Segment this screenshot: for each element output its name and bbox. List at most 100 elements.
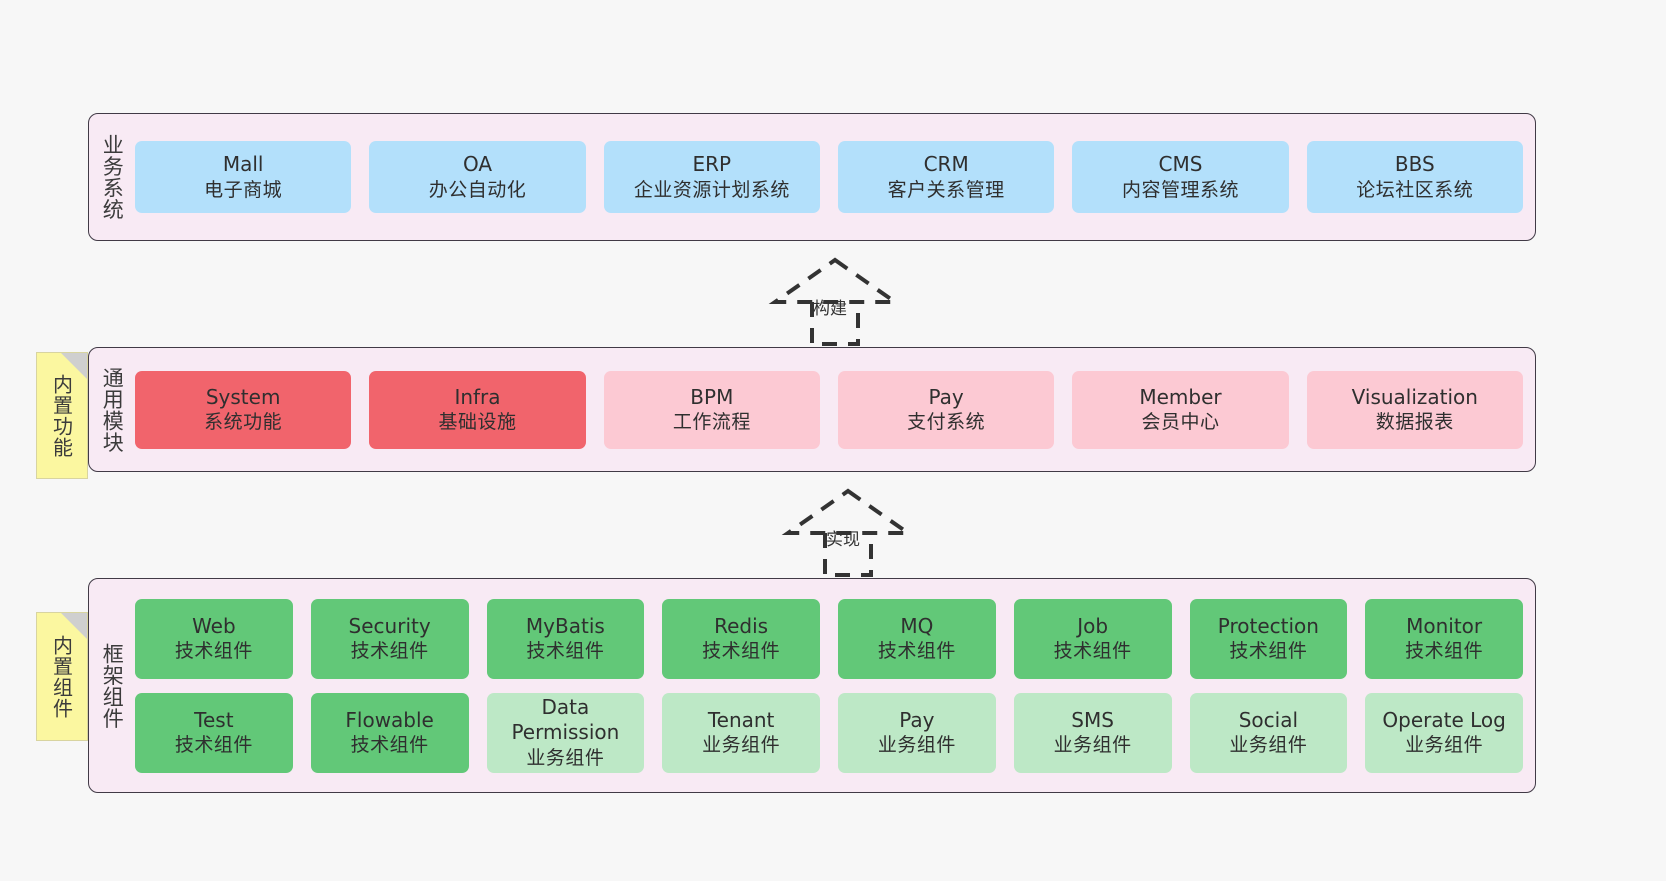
card-redis[interactable]: Redis 技术组件 [662,598,820,679]
card-social[interactable]: Social 业务组件 [1189,692,1348,773]
card-mybatis-title: MyBatis [525,613,605,638]
card-crm-subtitle: 客户关系管理 [887,178,1005,201]
card-infra[interactable]: Infra 基础设施 [369,370,586,449]
layer-framework-row-1: Web 技术组件 Security 技术组件 MyBatis 技术组件 Redi… [135,598,1523,679]
card-mall-subtitle: 电子商城 [204,178,283,201]
note-builtin-function: 内置功能 [36,352,88,479]
card-tenant[interactable]: Tenant 业务组件 [662,692,820,773]
card-bbs[interactable]: BBS 论坛社区系统 [1306,141,1523,213]
card-job[interactable]: Job 技术组件 [1013,598,1172,679]
note-fold-corner-icon [61,613,87,639]
card-bpm-title: BPM [690,384,734,409]
layer-common-modules: 通用模块 System 系统功能 Infra 基础设施 BPM 工作流程 Pay… [88,347,1536,472]
card-member-title: Member [1139,384,1222,409]
layer-title-common: 通用模块 [100,366,125,453]
card-social-subtitle: 业务组件 [1229,734,1308,757]
card-test-title: Test [194,707,234,732]
card-erp-subtitle: 企业资源计划系统 [633,178,790,201]
card-redis-title: Redis [714,613,769,638]
card-social-title: Social [1238,707,1299,732]
layer-framework-row-2: Test 技术组件 Flowable 技术组件 Data Permission … [135,692,1523,773]
card-oa-title: OA [462,152,493,177]
card-web[interactable]: Web 技术组件 [135,598,293,679]
card-job-subtitle: 技术组件 [1053,640,1132,663]
arrow-build: 构建 [755,252,915,347]
card-data-permission[interactable]: Data Permission 业务组件 [486,692,645,773]
card-flowable-subtitle: 技术组件 [350,734,429,757]
card-mybatis-subtitle: 技术组件 [526,640,605,663]
arrow-implement: 实现 [768,483,928,578]
note-builtin-component: 内置组件 [36,612,88,741]
card-pay-component-subtitle: 业务组件 [877,734,956,757]
card-security-subtitle: 技术组件 [350,640,429,663]
card-oa[interactable]: OA 办公自动化 [369,141,586,213]
card-redis-subtitle: 技术组件 [702,640,781,663]
card-monitor-title: Monitor [1406,613,1483,638]
note-builtin-component-label: 内置组件 [49,634,74,719]
arrow-implement-label: 实现 [826,530,860,550]
card-system[interactable]: System 系统功能 [135,370,352,449]
arrow-build-label: 构建 [813,299,847,319]
card-mq[interactable]: MQ 技术组件 [838,598,996,679]
card-erp-title: ERP [692,152,732,177]
layer-common-row-1: System 系统功能 Infra 基础设施 BPM 工作流程 Pay 支付系统… [135,370,1523,449]
layer-business-systems: 业务系统 Mall 电子商城 OA 办公自动化 ERP 企业资源计划系统 CRM… [88,113,1536,241]
card-mall[interactable]: Mall 电子商城 [135,141,352,213]
card-erp[interactable]: ERP 企业资源计划系统 [603,141,820,213]
card-tenant-subtitle: 业务组件 [702,734,781,757]
card-operate-log-title: Operate Log [1382,707,1506,732]
layer-body-common: System 系统功能 Infra 基础设施 BPM 工作流程 Pay 支付系统… [135,348,1535,471]
card-bpm-subtitle: 工作流程 [672,411,751,434]
card-monitor[interactable]: Monitor 技术组件 [1365,598,1523,679]
card-flowable[interactable]: Flowable 技术组件 [310,692,469,773]
card-web-subtitle: 技术组件 [174,640,253,663]
card-security-title: Security [348,613,431,638]
card-crm-title: CRM [923,152,969,177]
card-pay-module-subtitle: 支付系统 [907,411,986,434]
card-flowable-title: Flowable [345,707,434,732]
card-mybatis[interactable]: MyBatis 技术组件 [486,598,645,679]
card-bpm[interactable]: BPM 工作流程 [603,370,820,449]
card-cms[interactable]: CMS 内容管理系统 [1072,141,1289,213]
card-operate-log[interactable]: Operate Log 业务组件 [1365,692,1523,773]
card-test[interactable]: Test 技术组件 [135,692,293,773]
card-monitor-subtitle: 技术组件 [1405,640,1484,663]
card-system-subtitle: 系统功能 [204,411,283,434]
card-job-title: Job [1077,613,1109,638]
card-bbs-subtitle: 论坛社区系统 [1356,178,1474,201]
layer-body-framework: Web 技术组件 Security 技术组件 MyBatis 技术组件 Redi… [135,579,1535,792]
layer-title-framework: 框架组件 [100,642,125,729]
card-data-permission-subtitle: 业务组件 [526,746,605,769]
card-member-subtitle: 会员中心 [1141,411,1220,434]
card-data-permission-title: Data Permission [511,694,620,745]
card-infra-subtitle: 基础设施 [438,411,517,434]
card-member[interactable]: Member 会员中心 [1072,370,1289,449]
card-system-title: System [205,384,281,409]
card-mq-title: MQ [900,613,934,638]
card-pay-component[interactable]: Pay 业务组件 [838,692,996,773]
arrow-build-shaft [810,302,860,346]
card-protection-title: Protection [1217,613,1319,638]
card-protection[interactable]: Protection 技术组件 [1189,598,1348,679]
card-visualization[interactable]: Visualization 数据报表 [1306,370,1523,449]
card-mq-subtitle: 技术组件 [877,640,956,663]
card-crm[interactable]: CRM 客户关系管理 [837,141,1055,213]
card-protection-subtitle: 技术组件 [1229,640,1308,663]
card-mall-title: Mall [222,152,264,177]
card-cms-title: CMS [1158,152,1203,177]
card-infra-title: Infra [454,384,501,409]
card-security[interactable]: Security 技术组件 [310,598,469,679]
card-pay-module-title: Pay [928,384,964,409]
arrow-build-head [768,257,902,304]
card-cms-subtitle: 内容管理系统 [1121,178,1239,201]
card-sms-subtitle: 业务组件 [1053,734,1132,757]
card-bbs-title: BBS [1394,152,1435,177]
arrow-implement-shaft [823,533,873,577]
card-sms-title: SMS [1071,707,1114,732]
note-builtin-function-label: 内置功能 [49,373,74,458]
note-fold-corner-icon [61,353,87,379]
card-oa-subtitle: 办公自动化 [428,178,527,201]
card-pay-module[interactable]: Pay 支付系统 [837,370,1055,449]
card-sms[interactable]: SMS 业务组件 [1013,692,1172,773]
